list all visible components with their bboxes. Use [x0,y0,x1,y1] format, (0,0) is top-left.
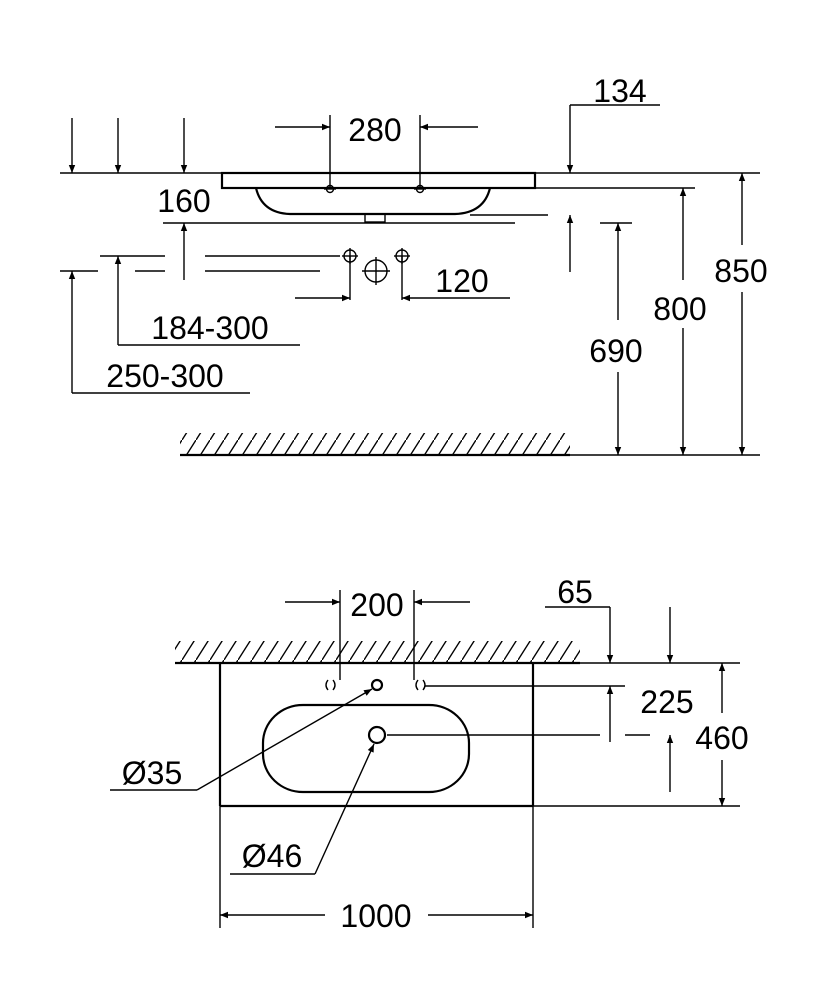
dimension-label: Ø46 [242,838,302,874]
dimension-label: 850 [714,253,767,289]
dimension-label: 690 [589,333,642,369]
dimension-label: 280 [348,112,401,148]
dimension-label: 200 [350,587,403,623]
reference-lines [60,172,760,456]
dimension-1000: 1000 [220,898,533,934]
wall-hatch [175,641,740,665]
dimension-label: 250-300 [106,358,223,394]
dimension-184-300: 184-300 [114,256,300,346]
dimension-690: 690 [589,223,643,455]
dimension-280: 280 [275,112,478,188]
top-view: 200 65 225 460 Ø35 [110,574,749,934]
dimension-225: 225 [387,684,694,792]
washbasin-top-outline [218,663,740,928]
dimension-label: 120 [435,263,488,299]
dimension-850: 850 [714,173,768,455]
dimension-134: 134 [566,73,660,272]
dimension-diameter-46: Ø46 [230,743,375,875]
dimension-label: 160 [157,183,210,219]
dimension-250-300: 250-300 [68,271,250,394]
dimension-460: 460 [695,663,749,806]
dimension-160: 160 [157,183,211,280]
dimension-label: 65 [557,574,593,610]
side-view: 280 134 160 120 184-300 [60,73,768,457]
dimension-label: 134 [593,73,646,109]
dimension-200: 200 [285,587,470,680]
dimension-label: 225 [640,684,693,720]
dimension-diameter-35: Ø35 [110,688,373,791]
dimension-label: 1000 [340,898,411,934]
floor-hatch [180,433,570,457]
wall-fittings [342,248,410,285]
dimension-800: 800 [653,188,707,455]
dimension-120: 120 [295,256,510,302]
dimension-65: 65 [545,574,674,663]
dimension-label: 800 [653,291,706,327]
tap-holes [325,678,426,745]
dimension-label: Ø35 [122,755,182,791]
dimension-label: 460 [695,720,748,756]
dimension-label: 184-300 [151,310,268,346]
